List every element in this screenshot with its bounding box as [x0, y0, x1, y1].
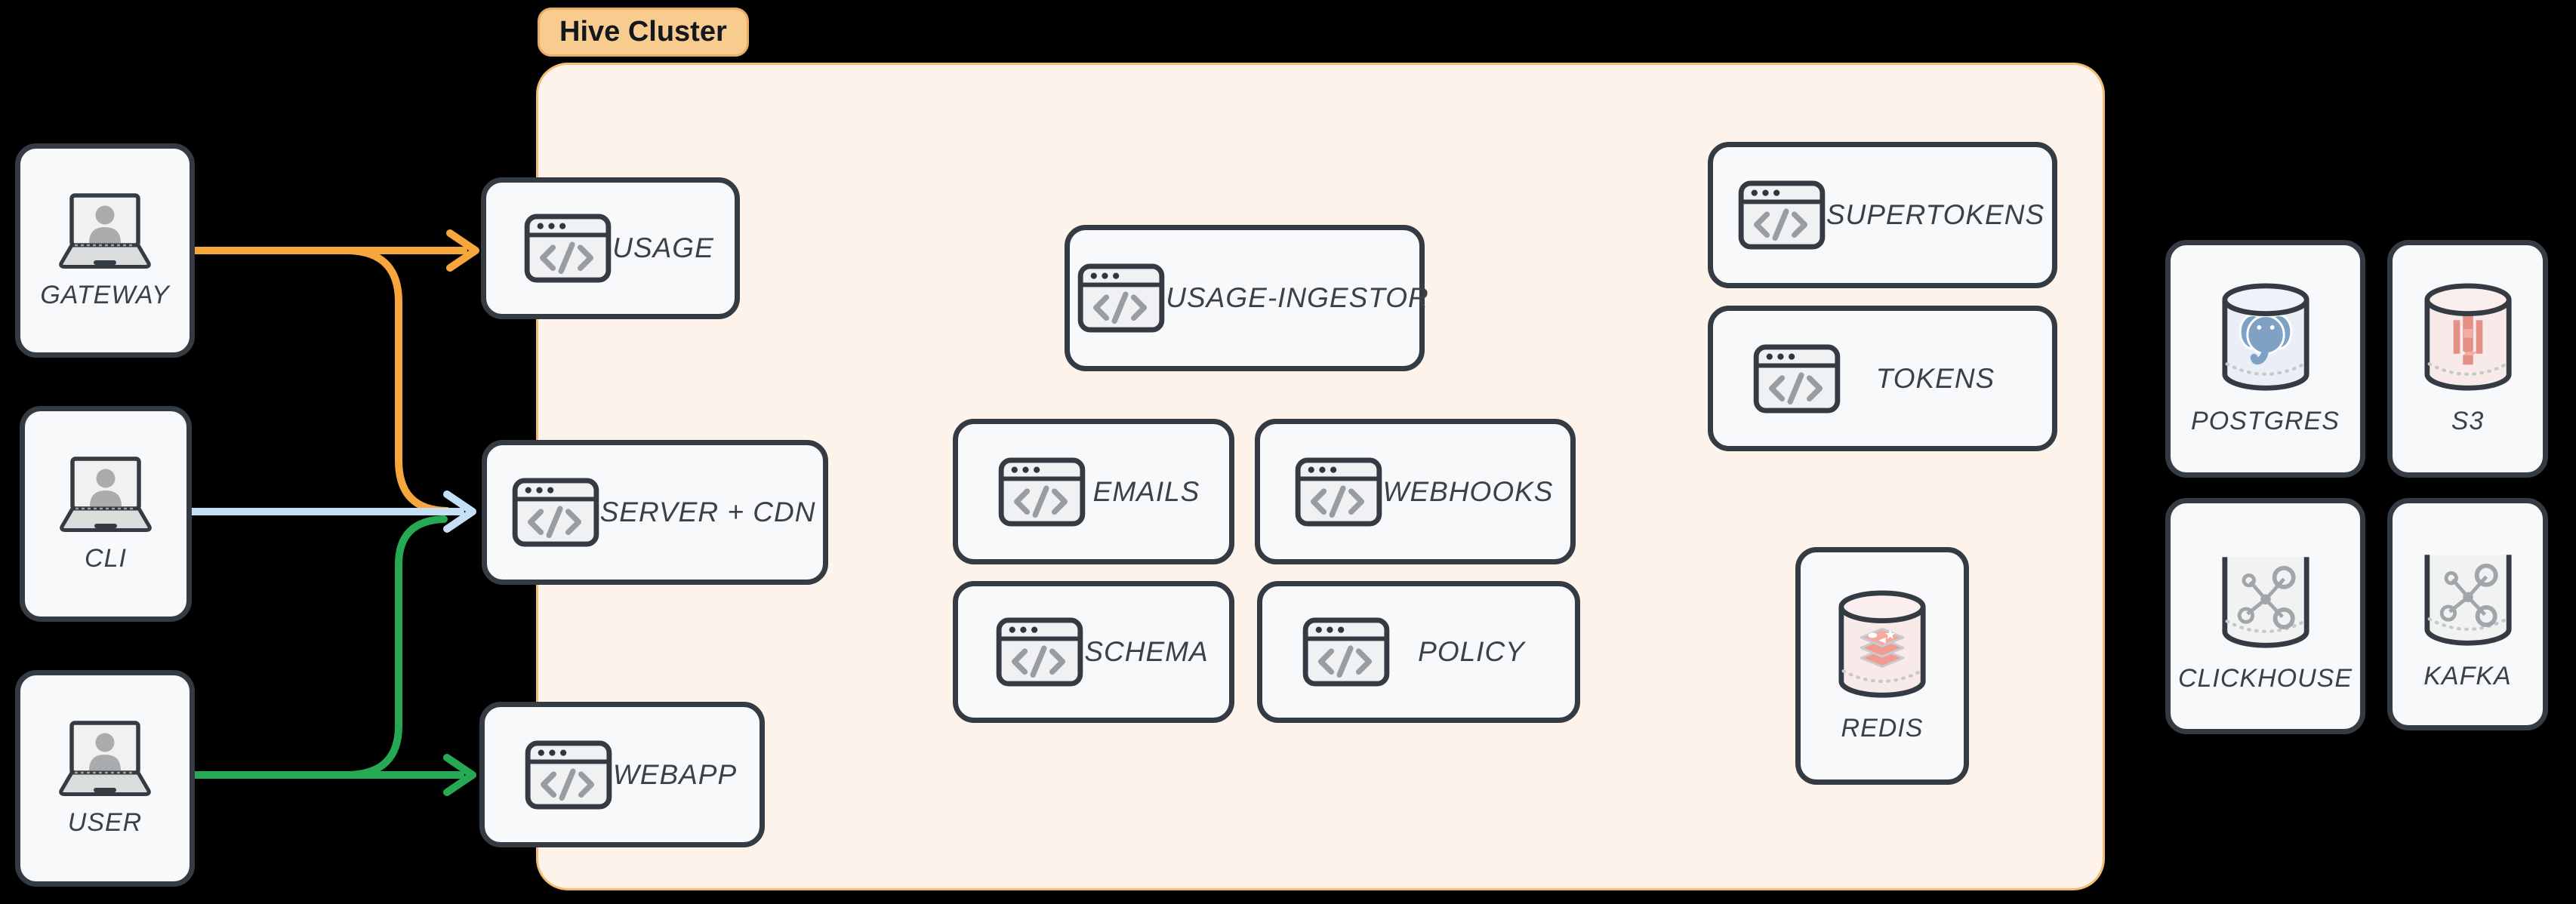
service-webapp: WEBAPP: [479, 702, 765, 847]
datastore-s3-label: S3: [2451, 406, 2485, 435]
datastore-kafka-label: KAFKA: [2423, 662, 2512, 690]
service-schema-label: SCHEMA: [1084, 636, 1209, 667]
client-gateway-label: GATEWAY: [40, 280, 170, 309]
service-usage-ingestor-label: USAGE-INGESTOR: [1166, 282, 1429, 313]
code-window-icon: [1737, 180, 1826, 251]
postgres-cylinder-icon: [2218, 282, 2313, 393]
code-window-icon: [1294, 457, 1383, 527]
client-user: USER: [15, 670, 195, 887]
code-window-icon: [524, 739, 613, 810]
service-supertokens: SUPERTOKENS: [1708, 142, 2057, 288]
laptop-user-icon: [48, 719, 162, 798]
edge-cli-server-cdn-arrowhead: [443, 490, 476, 533]
client-cli: CLI: [20, 406, 192, 622]
service-policy-label: POLICY: [1418, 636, 1525, 667]
datastore-clickhouse: CLICKHOUSE: [2165, 498, 2365, 734]
datastore-redis: REDIS: [1795, 547, 1969, 785]
datastore-kafka: KAFKA: [2387, 498, 2548, 730]
service-webhooks-label: WEBHOOKS: [1382, 475, 1554, 507]
datastore-postgres: POSTGRES: [2165, 240, 2365, 478]
service-usage: USAGE: [481, 177, 740, 319]
code-window-icon: [1077, 263, 1166, 334]
client-user-label: USER: [67, 808, 143, 837]
service-webapp-label: WEBAPP: [612, 758, 738, 790]
service-policy: POLICY: [1257, 581, 1580, 723]
edge-gateway-usage-arrowhead: [446, 229, 479, 272]
client-gateway: GATEWAY: [15, 143, 195, 358]
service-usage-label: USAGE: [612, 232, 714, 263]
datastore-clickhouse-label: CLICKHOUSE: [2177, 663, 2353, 693]
code-window-icon: [511, 477, 600, 548]
edge-user-server-cdn: [345, 515, 448, 779]
laptop-user-icon: [49, 455, 162, 533]
service-tokens: TOKENS: [1708, 306, 2057, 451]
service-emails: EMAILS: [953, 419, 1234, 564]
code-window-icon: [523, 213, 612, 284]
code-window-icon: [1302, 617, 1391, 687]
network-cylinder-icon: [2218, 540, 2313, 650]
code-window-icon: [995, 617, 1084, 687]
client-cli-label: CLI: [85, 543, 127, 573]
network-cylinder-icon: [2420, 537, 2516, 648]
datastore-redis-label: REDIS: [1841, 713, 1924, 743]
service-webhooks: WEBHOOKS: [1255, 419, 1576, 564]
service-tokens-label: TOKENS: [1875, 362, 1995, 394]
code-window-icon: [1752, 343, 1841, 414]
code-window-icon: [997, 457, 1086, 527]
service-usage-ingestor: USAGE-INGESTOR: [1065, 225, 1429, 371]
service-supertokens-label: SUPERTOKENS: [1826, 199, 2045, 230]
laptop-user-icon: [48, 192, 162, 270]
datastore-postgres-label: POSTGRES: [2191, 406, 2340, 435]
redis-cylinder-icon: [1835, 589, 1930, 700]
hive-cluster-label: Hive Cluster: [538, 8, 749, 57]
edge-gateway-server-cdn: [345, 247, 451, 515]
service-server-cdn-label: SERVER + CDN: [599, 497, 816, 527]
datastore-s3: S3: [2387, 240, 2548, 478]
service-emails-label: EMAILS: [1092, 475, 1200, 507]
service-server-cdn: SERVER + CDN: [482, 440, 828, 585]
service-schema: SCHEMA: [953, 581, 1234, 723]
edge-user-webapp-arrowhead: [443, 754, 476, 796]
s3-cylinder-icon: [2420, 282, 2516, 393]
